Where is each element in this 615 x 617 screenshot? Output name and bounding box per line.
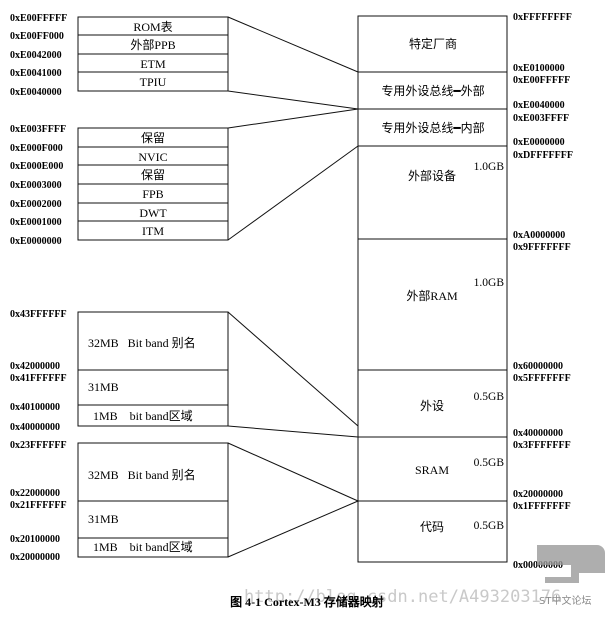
address-label: 0xE00FFFFF	[10, 13, 67, 24]
main-memory-map	[357, 15, 508, 563]
address-label: 0xE000F000	[10, 143, 63, 154]
ppb-internal-row: NVIC	[138, 150, 167, 164]
address-label: 0x40100000	[10, 402, 60, 413]
block-ppb-internal: 专用外设总线━内部	[381, 120, 484, 135]
block-external-ram: 外部RAM	[406, 288, 458, 303]
address-label: 0x9FFFFFFF	[513, 242, 571, 253]
bitband-sram-row: 31MB	[88, 512, 119, 526]
bitband-peripheral-row: 31MB	[88, 380, 119, 394]
block-vendor-specific: 特定厂商	[409, 36, 457, 51]
address-label: 0xE0042000	[10, 50, 62, 61]
ppb-external-row: 外部PPB	[130, 37, 175, 52]
address-label: 0x5FFFFFFF	[513, 373, 571, 384]
ppb-internal-row: ITM	[142, 224, 164, 238]
bitband-peripheral-row: 1MB bit band区域	[93, 409, 193, 423]
address-label: 0x41FFFFFF	[10, 373, 67, 384]
size-sram: 0.5GB	[474, 457, 505, 469]
speech-bubble-icon	[537, 545, 605, 583]
address-label: 0xE0001000	[10, 217, 62, 228]
address-label: 0xE00FF000	[10, 31, 64, 42]
logo-text: ST中文论坛	[539, 594, 591, 607]
address-label: 0xE0040000	[10, 87, 62, 98]
ppb-external-row: TPIU	[140, 75, 167, 89]
address-label: 0x20000000	[513, 489, 563, 500]
address-label: 0xFFFFFFFF	[513, 12, 572, 23]
size-external-ram: 1.0GB	[474, 277, 505, 289]
bitband-sram-table	[77, 442, 229, 558]
address-label: 0x20000000	[10, 552, 60, 563]
address-label: 0x40000000	[513, 428, 563, 439]
ppb-internal-row: FPB	[142, 187, 163, 201]
ppb-external-table	[77, 16, 229, 92]
address-label: 0x00000000	[513, 560, 563, 571]
address-label: 0xE0002000	[10, 199, 62, 210]
bitband-sram-row: 32MB Bit band 别名	[88, 467, 196, 482]
address-label: 0xE0040000	[513, 100, 565, 111]
address-label: 0xE0003000	[10, 180, 62, 191]
ppb-internal-row: DWT	[139, 206, 167, 220]
size-external-device: 1.0GB	[474, 161, 505, 173]
address-label: 0x21FFFFFF	[10, 500, 67, 511]
ppb-internal-table	[77, 127, 229, 241]
ppb-external-row: ETM	[140, 57, 166, 71]
address-label: 0x23FFFFFF	[10, 440, 67, 451]
address-label: 0x20100000	[10, 534, 60, 545]
address-label: 0x1FFFFFFF	[513, 501, 571, 512]
st-forum-logo: ST中文论坛	[537, 545, 605, 607]
address-label: 0x42000000	[10, 361, 60, 372]
address-label: 0x3FFFFFFF	[513, 440, 571, 451]
ppb-external-row: ROM表	[133, 20, 172, 34]
bitband-sram-row: 1MB bit band区域	[93, 540, 193, 554]
address-label: 0x22000000	[10, 488, 60, 499]
address-label: 0xE000E000	[10, 161, 63, 172]
size-peripheral: 0.5GB	[474, 391, 505, 403]
address-label: 0xE0000000	[10, 236, 62, 247]
address-label: 0xE003FFFF	[513, 113, 569, 124]
address-label: 0xA0000000	[513, 230, 565, 241]
address-label: 0xE00FFFFF	[513, 75, 570, 86]
bitband-peripheral-row: 32MB Bit band 别名	[88, 335, 196, 350]
figure-caption: 图 4-1 Cortex-M3 存储器映射	[230, 594, 384, 609]
ppb-internal-row: 保留	[141, 131, 165, 145]
block-external-device: 外部设备	[408, 168, 456, 183]
connector-lines	[227, 16, 359, 558]
address-label: 0x40000000	[10, 422, 60, 433]
block-code: 代码	[420, 520, 444, 534]
watermark-text: http://blog.csdn.net/A493203176	[244, 587, 561, 607]
address-label: 0xE0000000	[513, 137, 565, 148]
address-label: 0x43FFFFFF	[10, 309, 67, 320]
bitband-peripheral-table	[77, 311, 229, 427]
address-label: 0xDFFFFFFF	[513, 150, 573, 161]
block-sram: SRAM	[415, 463, 449, 477]
block-ppb-external: 专用外设总线━外部	[381, 83, 484, 98]
address-label: 0x60000000	[513, 361, 563, 372]
address-label: 0xE0041000	[10, 68, 62, 79]
size-code: 0.5GB	[474, 520, 505, 532]
block-peripheral: 外设	[420, 399, 444, 413]
address-label: 0xE0100000	[513, 63, 565, 74]
address-label: 0xE003FFFF	[10, 124, 66, 135]
ppb-internal-row: 保留	[141, 168, 165, 182]
